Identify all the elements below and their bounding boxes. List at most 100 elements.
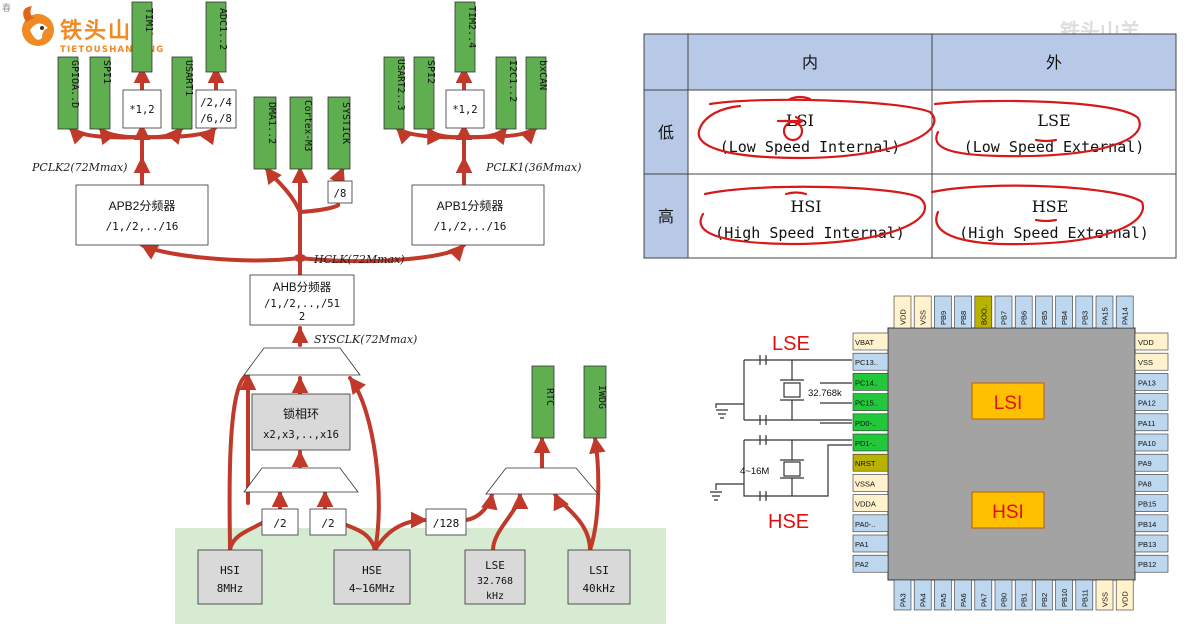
pin-bottom: VSS	[1095, 579, 1114, 611]
chip-left-pins: VBATPC13..PC14..PC15..PD0-..PD1-..NRSTVS…	[852, 332, 889, 573]
row-label-low: 低	[658, 123, 674, 142]
pll-box: 锁相环 x2,x3,..,x16	[251, 393, 351, 451]
pin-right: VSS	[1134, 352, 1169, 371]
pin-right: PB13	[1134, 534, 1169, 553]
svg-text:PB7: PB7	[1000, 311, 1009, 325]
svg-text:PB6: PB6	[1020, 311, 1029, 325]
svg-text:x2,x3,..,x16: x2,x3,..,x16	[263, 429, 339, 441]
chip-body	[887, 327, 1136, 581]
pin-left: PD1-..	[852, 433, 889, 452]
svg-text:PA8: PA8	[1138, 479, 1152, 488]
svg-text:VSS: VSS	[1101, 592, 1110, 607]
svg-text:4~16MHz: 4~16MHz	[349, 582, 395, 595]
systick-prescaler-box: /8	[327, 180, 353, 204]
hse-label: HSE	[768, 511, 809, 533]
sysclk-mux	[243, 347, 361, 376]
svg-text:PB2: PB2	[1040, 593, 1049, 607]
pin-top: PB9	[934, 295, 952, 329]
svg-text:VDD: VDD	[1121, 591, 1130, 607]
pin-bottom: PB2	[1035, 579, 1053, 611]
chip-lsi-block: LSI	[971, 382, 1045, 420]
cell-hse-name: HSE	[1032, 197, 1069, 216]
svg-text:PA7: PA7	[979, 593, 988, 607]
svg-text:/1,/2,../16: /1,/2,../16	[434, 220, 507, 233]
pin-top: VDD	[893, 295, 912, 329]
svg-text:GPIOA..D: GPIOA..D	[69, 60, 80, 108]
svg-text:PD0-..: PD0-..	[855, 419, 876, 428]
cell-lse-desc: (Low Speed External)	[964, 138, 1145, 156]
svg-text:PB14: PB14	[1138, 520, 1156, 529]
clock-source-table: 内 外 低 高 LSI (Low Speed Internal) LSE (Lo…	[643, 33, 1177, 259]
svg-text:APB2分频器: APB2分频器	[109, 199, 176, 213]
apb1-peripherals: USART2..3 SPI2 TIM2..4 I2C1..2 bxCAN	[383, 1, 548, 130]
svg-text:/2,/4: /2,/4	[200, 97, 232, 109]
svg-text:VSSA: VSSA	[855, 479, 875, 488]
pin-right: PB14	[1134, 514, 1169, 533]
brand-pinyin: TIETOUSHANYANG	[60, 45, 164, 55]
svg-text:PA9: PA9	[1138, 459, 1152, 468]
pin-bottom: PA3	[893, 579, 912, 611]
cell-hsi-desc: (High Speed Internal)	[715, 224, 905, 242]
pin-left: VDDA	[852, 494, 889, 512]
apb1-multiplier-box: *1,2	[445, 89, 485, 129]
svg-text:LSE: LSE	[485, 559, 505, 572]
ahb-peripherals: DMA1..2 Cortex-M3 SYSTICK /8	[253, 96, 353, 204]
svg-text:LSI: LSI	[994, 393, 1023, 414]
svg-text:PA13: PA13	[1138, 378, 1156, 387]
pin-top: VSS	[913, 295, 932, 329]
lse-label: LSE	[772, 333, 810, 355]
pin-left: PD0-..	[852, 413, 889, 432]
svg-text:HSI: HSI	[220, 564, 240, 577]
adc-prescaler-box: /2,/4 /6,/8	[195, 89, 237, 129]
svg-text:PC14..: PC14..	[855, 378, 878, 387]
svg-text:PB12: PB12	[1138, 560, 1156, 569]
svg-text:*1,2: *1,2	[129, 104, 154, 116]
pin-right: PA8	[1134, 474, 1169, 492]
pin-left: VBAT	[852, 332, 889, 351]
crystal-lse-value: 32.768k	[808, 388, 842, 399]
sysclk-label: SYSCLK(72Mmax)	[314, 333, 417, 346]
peripheral-usart1: USART1	[171, 56, 194, 130]
svg-text:TIM2..4: TIM2..4	[466, 6, 477, 48]
peripheral-spi1: SPI1	[89, 56, 112, 130]
apb2-multiplier-box: *1,2	[122, 89, 162, 129]
cell-lse-name: LSE	[1037, 111, 1070, 130]
svg-text:RTC: RTC	[544, 388, 555, 406]
clock-tree-diagram: GPIOA..D SPI1 TIM1 USART1 ADC1..2 *1,2	[31, 1, 666, 624]
peripheral-spi2: SPI2	[413, 56, 436, 130]
svg-text:NRST: NRST	[855, 459, 876, 468]
svg-text:USART1: USART1	[183, 60, 194, 96]
peripheral-adc: ADC1..2	[205, 1, 228, 73]
hse-prediv-box: /2	[309, 508, 347, 536]
peripheral-dma: DMA1..2	[253, 96, 277, 170]
svg-text:APB1分频器: APB1分频器	[437, 199, 504, 213]
ahb-prescaler: AHB分频器 /1,/2,..,/51 2	[249, 274, 355, 326]
svg-text:PB4: PB4	[1060, 311, 1069, 325]
svg-text:PB15: PB15	[1138, 500, 1156, 509]
pll-source-mux	[243, 467, 359, 493]
row-label-high: 高	[658, 207, 674, 226]
peripheral-usart2: USART2..3	[383, 56, 406, 130]
pin-top: PB7	[994, 295, 1013, 329]
apb2-prescaler: APB2分频器 /1,/2,../16	[75, 184, 209, 246]
svg-text:HSI: HSI	[992, 502, 1024, 523]
pin-bottom: PA5	[934, 579, 952, 611]
svg-text:32.768: 32.768	[477, 576, 513, 587]
svg-text:SPI1: SPI1	[101, 60, 112, 84]
source-lsi: LSI 40kHz	[567, 549, 631, 605]
svg-text:PC15..: PC15..	[855, 399, 878, 408]
peripheral-tim1: TIM1	[131, 1, 154, 73]
pin-left: PA2	[852, 554, 889, 573]
svg-text:SYSTICK: SYSTICK	[340, 102, 351, 144]
apb2-peripherals: GPIOA..D SPI1 TIM1 USART1 ADC1..2	[57, 1, 228, 130]
header-internal: 内	[802, 53, 818, 72]
svg-text:/2: /2	[321, 517, 334, 530]
svg-text:PA14: PA14	[1121, 307, 1130, 325]
svg-text:IWDG: IWDG	[596, 385, 607, 409]
svg-text:PA11: PA11	[1138, 419, 1155, 428]
handwritten-annotations	[697, 95, 1145, 246]
svg-text:PD1-..: PD1-..	[855, 439, 876, 448]
svg-text:/6,/8: /6,/8	[200, 113, 232, 125]
